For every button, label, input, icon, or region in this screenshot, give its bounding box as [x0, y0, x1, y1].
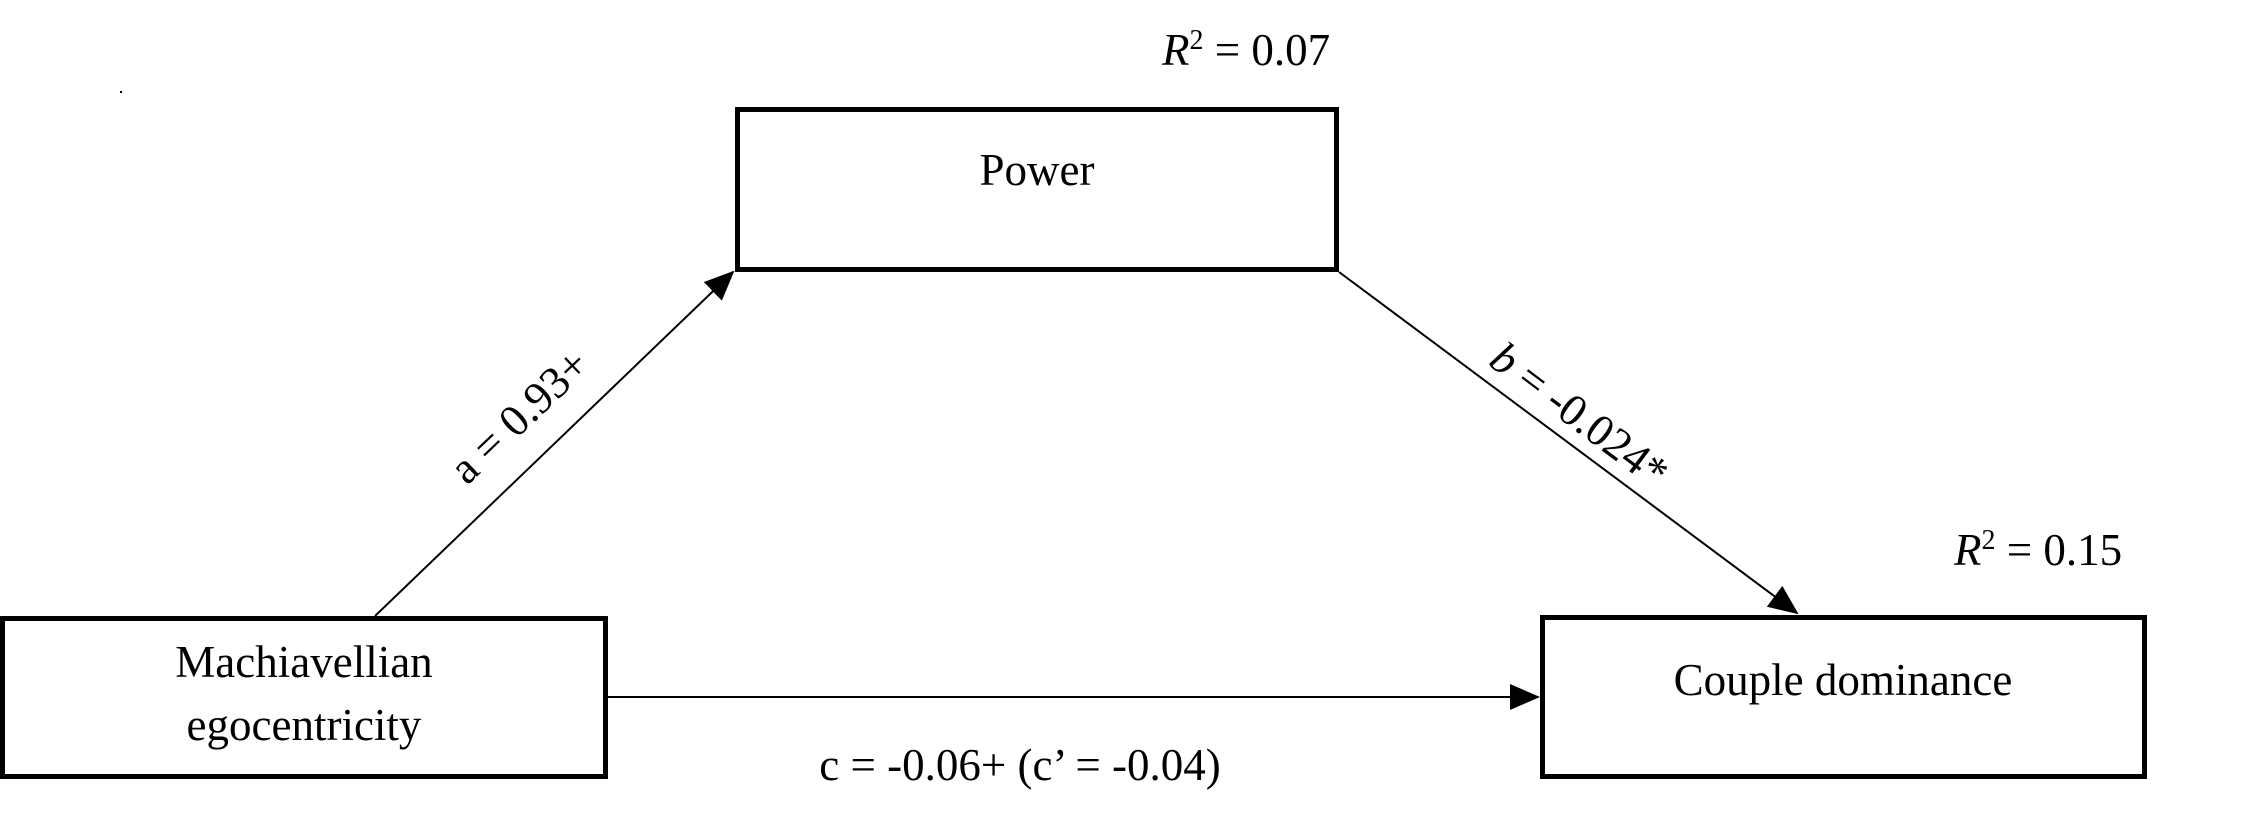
path-b-label: b = -0.024*: [1481, 332, 1678, 498]
r-value: = 0.07: [1204, 25, 1331, 75]
r-symbol: R: [1953, 525, 1982, 575]
outcome-label: Couple dominance: [1674, 655, 2013, 705]
path-a-arrow: [374, 270, 735, 617]
r-superscript: 2: [1982, 525, 1996, 556]
predictor-label-line1: Machiavellian: [175, 637, 432, 687]
path-c-label: c = -0.06+ (c’ = -0.04): [819, 740, 1220, 790]
node-predictor: Machiavellian egocentricity: [0, 616, 608, 779]
path-b-value: = -0.024*: [1499, 346, 1678, 498]
r-superscript: 2: [1190, 25, 1204, 56]
stray-dot: [120, 91, 122, 93]
path-a-value: = 0.93+: [454, 339, 599, 480]
mediator-r-squared: R2 = 0.07: [1161, 25, 1330, 75]
node-outcome: Couple dominance R2 = 0.15: [1540, 525, 2147, 779]
predictor-label-line2: egocentricity: [187, 700, 422, 750]
predictor-box: [0, 616, 608, 779]
mediator-label: Power: [980, 145, 1095, 195]
node-mediator: Power R2 = 0.07: [735, 25, 1339, 272]
r-symbol: R: [1161, 25, 1190, 75]
mediator-box: [735, 107, 1339, 272]
path-b-arrow: [1338, 271, 1799, 615]
path-a-label: a = 0.93+: [439, 339, 598, 494]
outcome-r-squared: R2 = 0.15: [1953, 525, 2122, 575]
r-value: = 0.15: [1996, 525, 2123, 575]
outcome-box: [1540, 615, 2147, 779]
